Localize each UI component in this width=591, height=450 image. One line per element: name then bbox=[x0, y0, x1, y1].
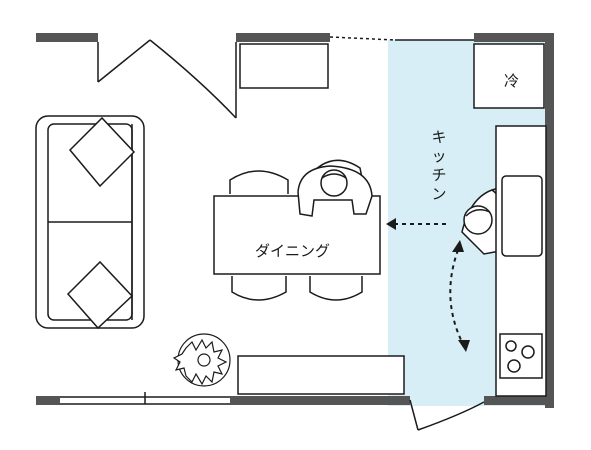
wall-right bbox=[545, 33, 554, 408]
dining-label: ダイニング bbox=[255, 242, 331, 260]
stove-icon bbox=[499, 333, 543, 379]
dining-table-icon bbox=[213, 195, 381, 275]
partitions bbox=[60, 36, 474, 405]
fridge-label: 冷 bbox=[504, 72, 520, 90]
plant-icon bbox=[172, 333, 231, 387]
cushion-icon bbox=[66, 116, 136, 330]
door-swing-icon bbox=[97, 39, 237, 119]
wall-top-left bbox=[36, 33, 98, 42]
arrow-icon bbox=[394, 223, 465, 347]
fridge-icon bbox=[473, 43, 545, 109]
wall-bottom-left bbox=[36, 396, 60, 405]
wall-bottom-right bbox=[484, 396, 554, 405]
top-cabinet bbox=[239, 43, 329, 89]
walls bbox=[36, 33, 554, 408]
kitchen-label: キッチン bbox=[431, 128, 447, 203]
wall-top-center bbox=[236, 33, 330, 42]
bottom-cabinet bbox=[237, 355, 405, 395]
sink-icon bbox=[501, 175, 543, 257]
wall-bottom-center bbox=[230, 396, 410, 405]
arrow-head bbox=[386, 218, 470, 352]
person-icon bbox=[297, 165, 373, 217]
wall-top-right bbox=[474, 33, 554, 42]
door-swing-icon bbox=[409, 399, 485, 431]
